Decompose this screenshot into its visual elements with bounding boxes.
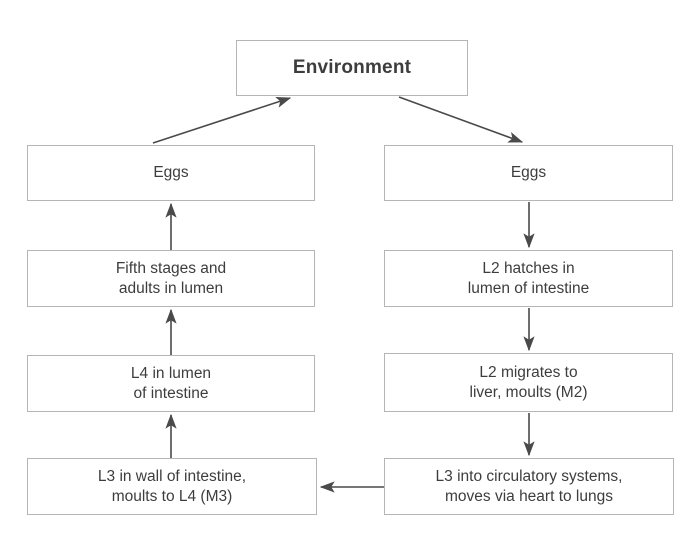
node-l4-in-lumen: L4 in lumen of intestine <box>27 355 315 412</box>
node-environment: Environment <box>236 40 468 96</box>
node-l3-circulatory: L3 into circulatory systems, moves via h… <box>384 458 674 515</box>
node-fifth-stages-adults: Fifth stages and adults in lumen <box>27 250 315 307</box>
node-eggs-left: Eggs <box>27 145 315 201</box>
node-l3-in-wall: L3 in wall of intestine, moults to L4 (M… <box>27 458 317 515</box>
node-l2-hatches: L2 hatches in lumen of intestine <box>384 250 673 307</box>
arrow-environment-to-eggs-right <box>398 96 524 143</box>
node-eggs-right: Eggs <box>384 145 673 201</box>
node-l2-migrates: L2 migrates to liver, moults (M2) <box>384 353 673 412</box>
arrow-eggs-left-to-environment <box>152 96 292 144</box>
